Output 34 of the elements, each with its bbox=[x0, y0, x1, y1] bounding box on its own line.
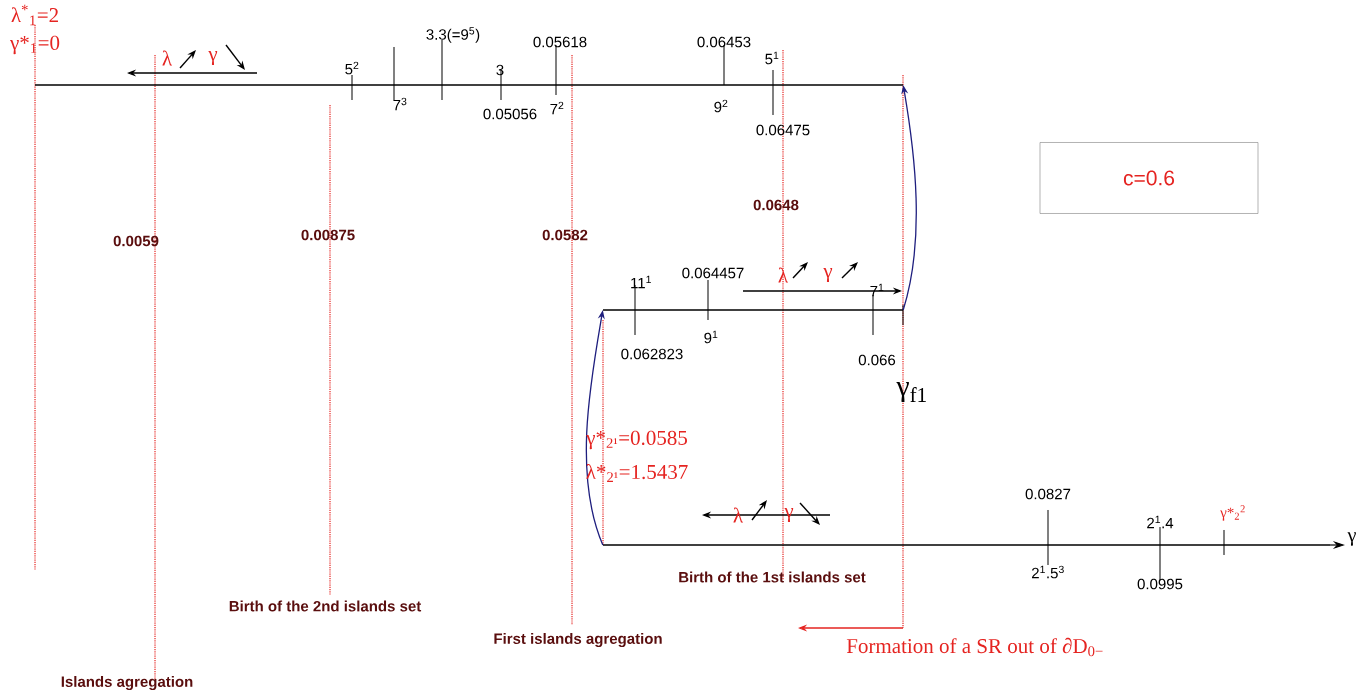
phase-label: First islands agregation bbox=[494, 632, 662, 647]
tick-label: 7$^{2}$ bbox=[550, 101, 564, 115]
tick-label: 3.3(=9$^{5}$) bbox=[426, 27, 480, 43]
phase-label: Birth of the 2nd islands set bbox=[229, 600, 422, 612]
tick-label: 2$^{1}$.5$^{3}$ bbox=[1032, 565, 1064, 579]
tick-label: 0.05056 bbox=[483, 108, 537, 120]
value-label: 0.0582 bbox=[542, 229, 588, 241]
axis-line bbox=[35, 84, 903, 86]
variable-label: λ bbox=[778, 267, 788, 283]
tick-label: 9$^{2}$ bbox=[714, 99, 728, 113]
tick-label: 9$^{1}$ bbox=[704, 330, 718, 344]
tick-label: 0.062823 bbox=[621, 348, 683, 360]
tick-label: 0.0827 bbox=[1025, 488, 1071, 500]
value-label: 0.0059 bbox=[113, 235, 159, 247]
tick-label: 0.06453 bbox=[697, 36, 751, 48]
variable-label: γ$_{f1}$ bbox=[896, 381, 926, 403]
axis-label: γ bbox=[1347, 532, 1356, 546]
parameter-label: γ*$_{1}$=0 bbox=[10, 35, 60, 55]
axis-line bbox=[603, 309, 903, 311]
tick-label: 0.064457 bbox=[682, 267, 744, 279]
parameter-label: γ*$_{2}$2 bbox=[1220, 505, 1245, 521]
variable-label: γ bbox=[208, 50, 218, 66]
phase-label: Islands agregation bbox=[61, 675, 193, 690]
variable-label: γ bbox=[823, 267, 833, 283]
value-label: 0.00875 bbox=[301, 229, 355, 241]
tick-label: 5$^{1}$ bbox=[765, 51, 779, 65]
value-label: 0.0648 bbox=[753, 199, 799, 211]
tick-label: 0.05618 bbox=[533, 36, 587, 48]
value-box: c=0.6 bbox=[1039, 142, 1259, 214]
tick-label: 0.06475 bbox=[756, 124, 810, 136]
phase-label: Birth of the 1st islands set bbox=[679, 571, 866, 583]
phase-label: Formation of a SR out of ∂D$_{0−}$ bbox=[846, 637, 1103, 657]
tick-label: 0.0995 bbox=[1137, 578, 1183, 590]
tick-label: 0.066 bbox=[858, 354, 896, 366]
